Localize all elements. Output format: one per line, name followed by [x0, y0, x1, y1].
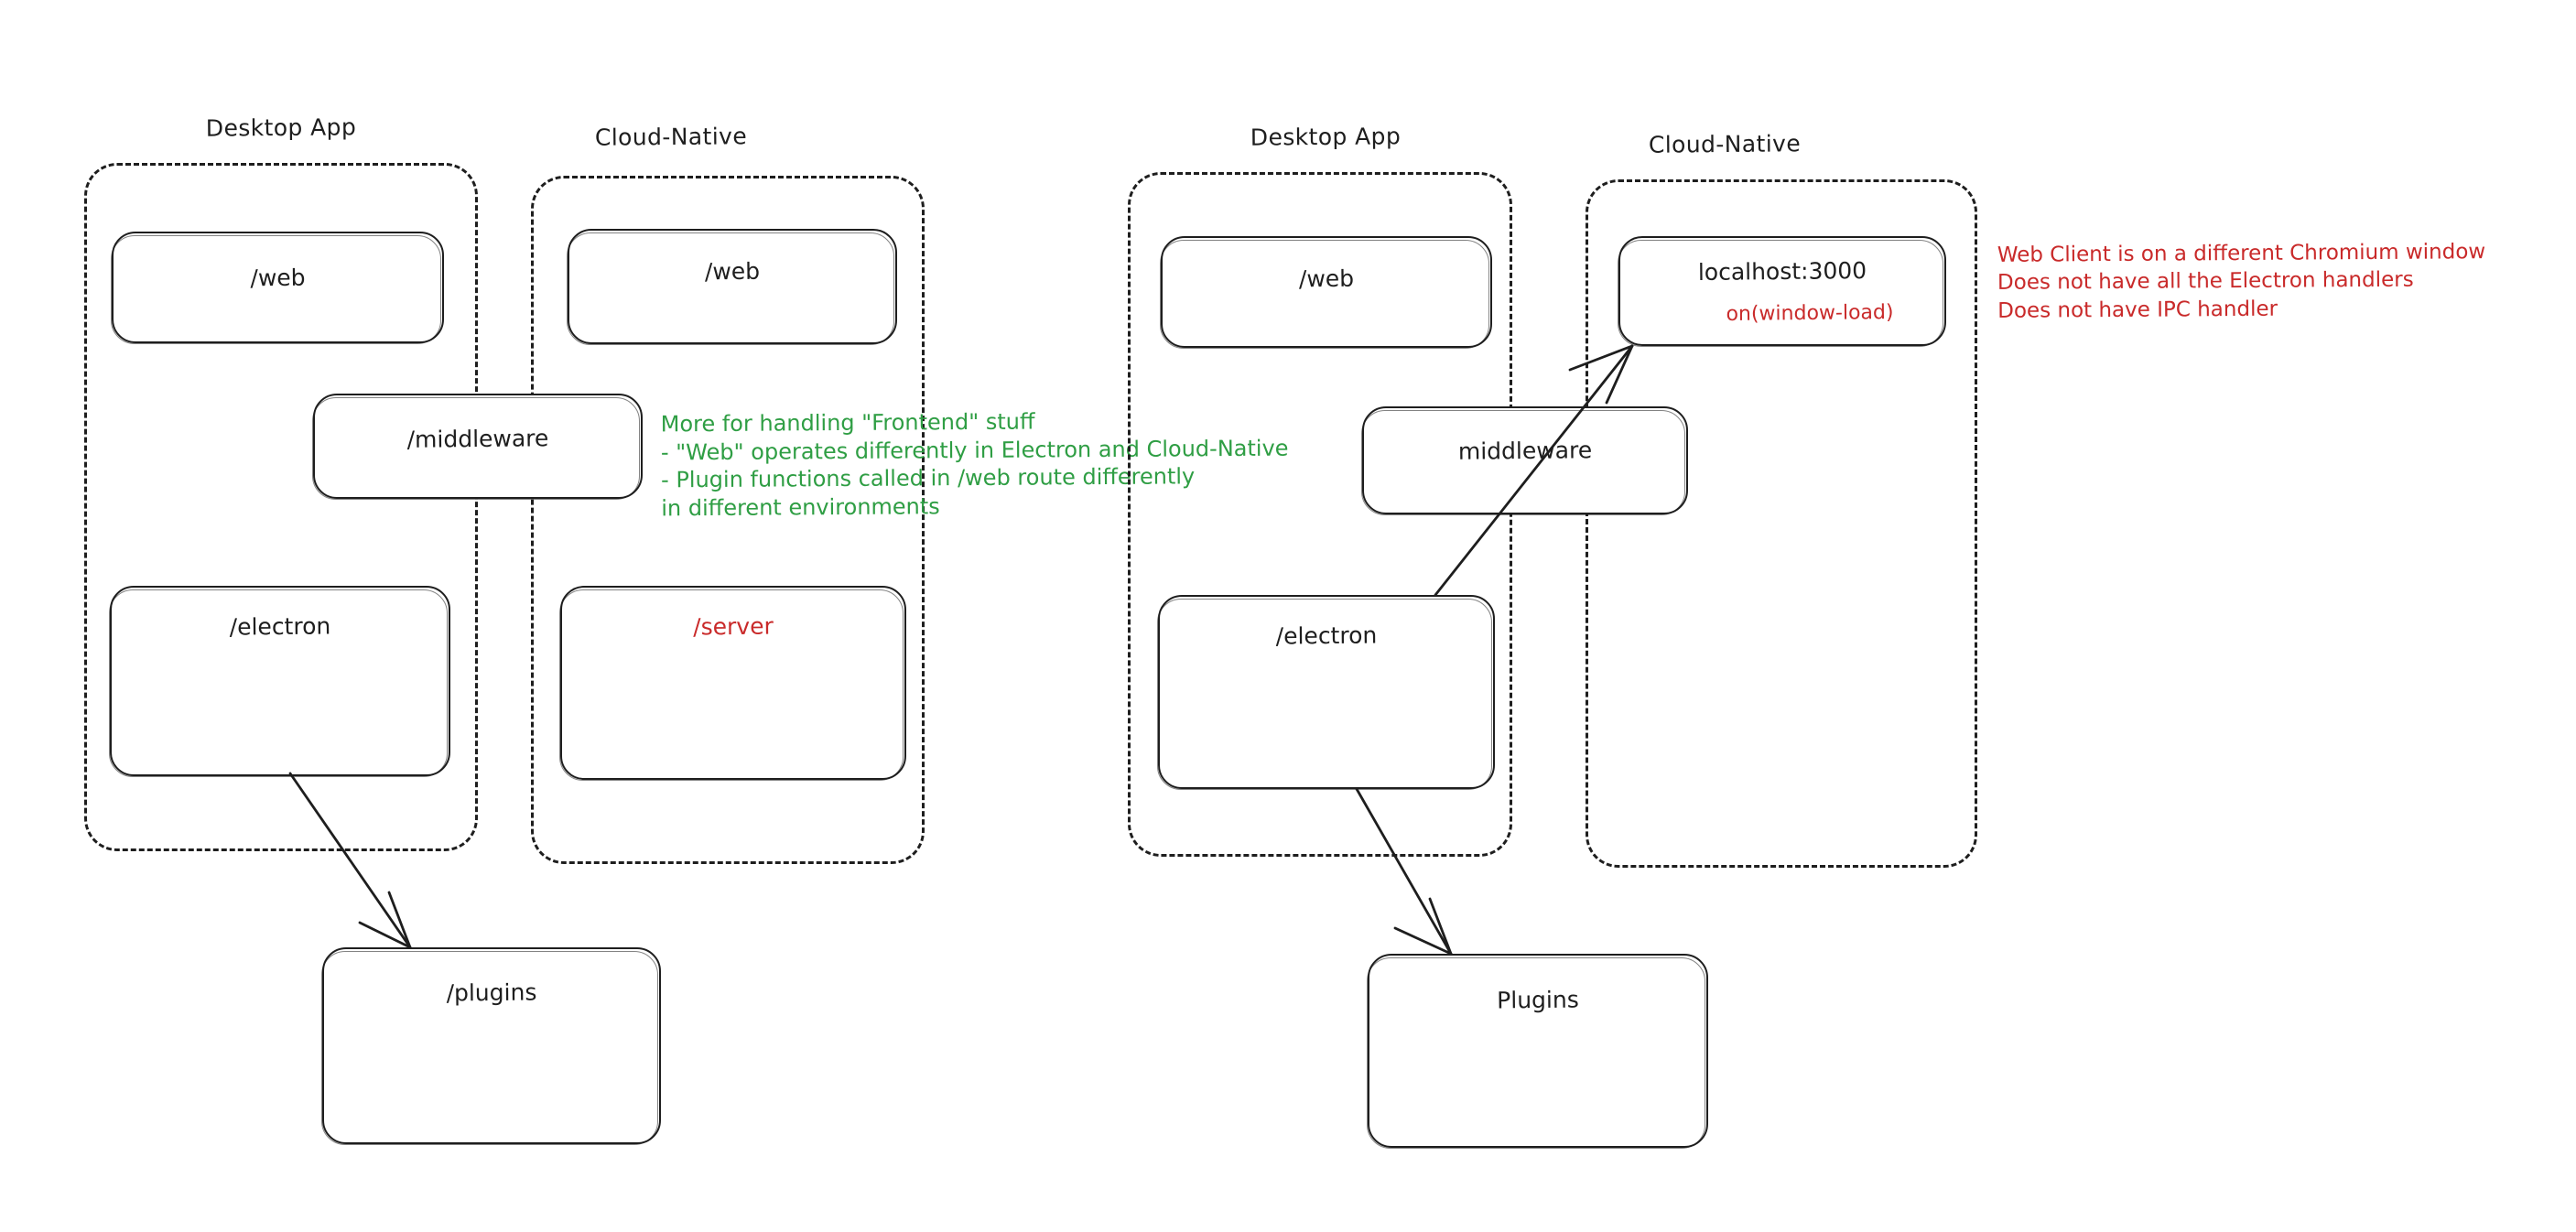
node-left-middleware-label: /middleware [406, 425, 549, 453]
node-left-cloud-web[interactable]: /web [567, 229, 897, 345]
node-right-localhost-sublabel: on(window-load) [1726, 301, 1894, 326]
node-right-desktop-web-label: /web [1298, 265, 1355, 293]
node-right-plugins[interactable]: Plugins [1367, 954, 1708, 1149]
group-left-cloud-native[interactable] [531, 176, 925, 864]
node-left-plugins[interactable]: /plugins [321, 947, 661, 1145]
group-left-desktop-app-label: Desktop App [205, 113, 357, 142]
node-right-localhost-label: localhost:3000 [1697, 257, 1867, 286]
node-right-localhost[interactable]: localhost:3000 on(window-load) [1618, 236, 1946, 347]
group-right-desktop-app-label: Desktop App [1250, 123, 1402, 151]
node-right-electron-label: /electron [1275, 621, 1378, 650]
group-right-cloud-native-label: Cloud-Native [1648, 130, 1802, 158]
annotation-red-note: Web Client is on a different Chromium wi… [1997, 240, 2486, 323]
node-right-desktop-web[interactable]: /web [1160, 236, 1492, 349]
node-left-electron[interactable]: /electron [109, 586, 450, 777]
node-left-desktop-web-label: /web [250, 264, 306, 292]
group-left-desktop-app[interactable] [84, 163, 478, 851]
node-left-server-label: /server [693, 612, 774, 641]
node-left-desktop-web[interactable]: /web [111, 232, 444, 344]
node-left-cloud-web-label: /web [704, 257, 761, 286]
node-right-electron[interactable]: /electron [1157, 595, 1495, 790]
group-left-cloud-native-label: Cloud-Native [594, 123, 748, 151]
node-left-server[interactable]: /server [559, 586, 906, 781]
node-right-plugins-label: Plugins [1497, 986, 1579, 1014]
node-right-middleware-label: middleware [1457, 437, 1593, 465]
node-left-electron-label: /electron [229, 612, 331, 641]
node-left-middleware[interactable]: /middleware [312, 394, 643, 500]
node-right-middleware[interactable]: middleware [1361, 406, 1688, 515]
node-left-plugins-label: /plugins [446, 978, 537, 1007]
